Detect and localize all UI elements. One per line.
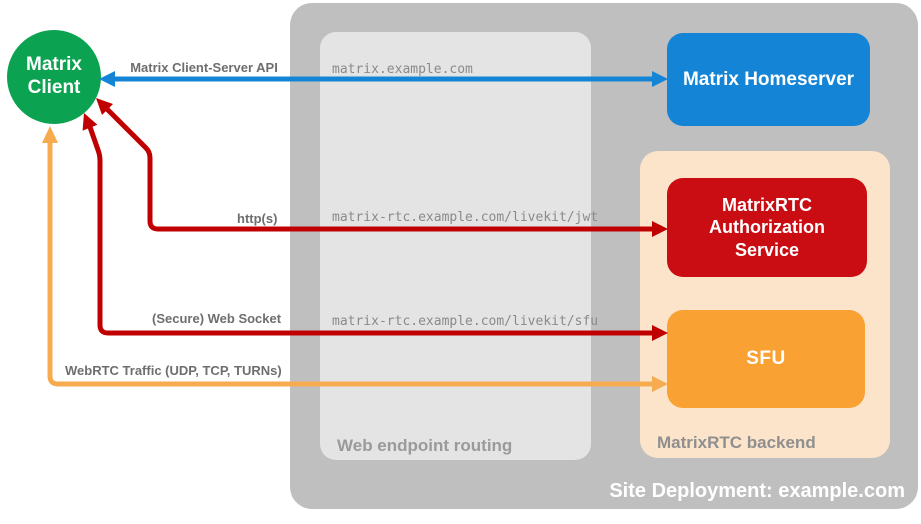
matrix-client-label-line2: Client bbox=[27, 77, 81, 98]
label-https: http(s) bbox=[237, 211, 278, 226]
sfu-label: SFU bbox=[746, 348, 786, 369]
site-deployment-label: Site Deployment: example.com bbox=[609, 480, 905, 502]
matrixrtc-backend-label: MatrixRTC backend bbox=[657, 433, 816, 452]
endpoint-matrix-example-com: matrix.example.com bbox=[332, 62, 473, 77]
label-webrtc-traffic: WebRTC Traffic (UDP, TCP, TURNs) bbox=[65, 363, 282, 378]
matrix-client-node: Matrix Client bbox=[7, 30, 101, 124]
matrix-homeserver-node: Matrix Homeserver bbox=[667, 33, 870, 126]
matrix-client-label-line1: Matrix bbox=[26, 54, 82, 76]
endpoint-livekit-sfu: matrix-rtc.example.com/livekit/sfu bbox=[332, 314, 599, 329]
web-endpoint-routing-label: Web endpoint routing bbox=[337, 436, 513, 455]
matrix-homeserver-label: Matrix Homeserver bbox=[682, 68, 855, 90]
matrixrtc-authorization-service-node: MatrixRTC Authorization Service bbox=[667, 178, 867, 277]
sfu-node: SFU bbox=[667, 310, 865, 408]
auth-service-label-line3: Service bbox=[734, 239, 800, 260]
label-secure-web-socket: (Secure) Web Socket bbox=[152, 311, 282, 326]
auth-service-label-line1: MatrixRTC bbox=[721, 194, 812, 215]
web-endpoint-routing-container bbox=[320, 32, 591, 460]
label-client-server-api: Matrix Client-Server API bbox=[130, 60, 278, 75]
endpoint-livekit-jwt: matrix-rtc.example.com/livekit/jwt bbox=[332, 210, 599, 225]
auth-service-label-line2: Authorization bbox=[709, 217, 825, 238]
